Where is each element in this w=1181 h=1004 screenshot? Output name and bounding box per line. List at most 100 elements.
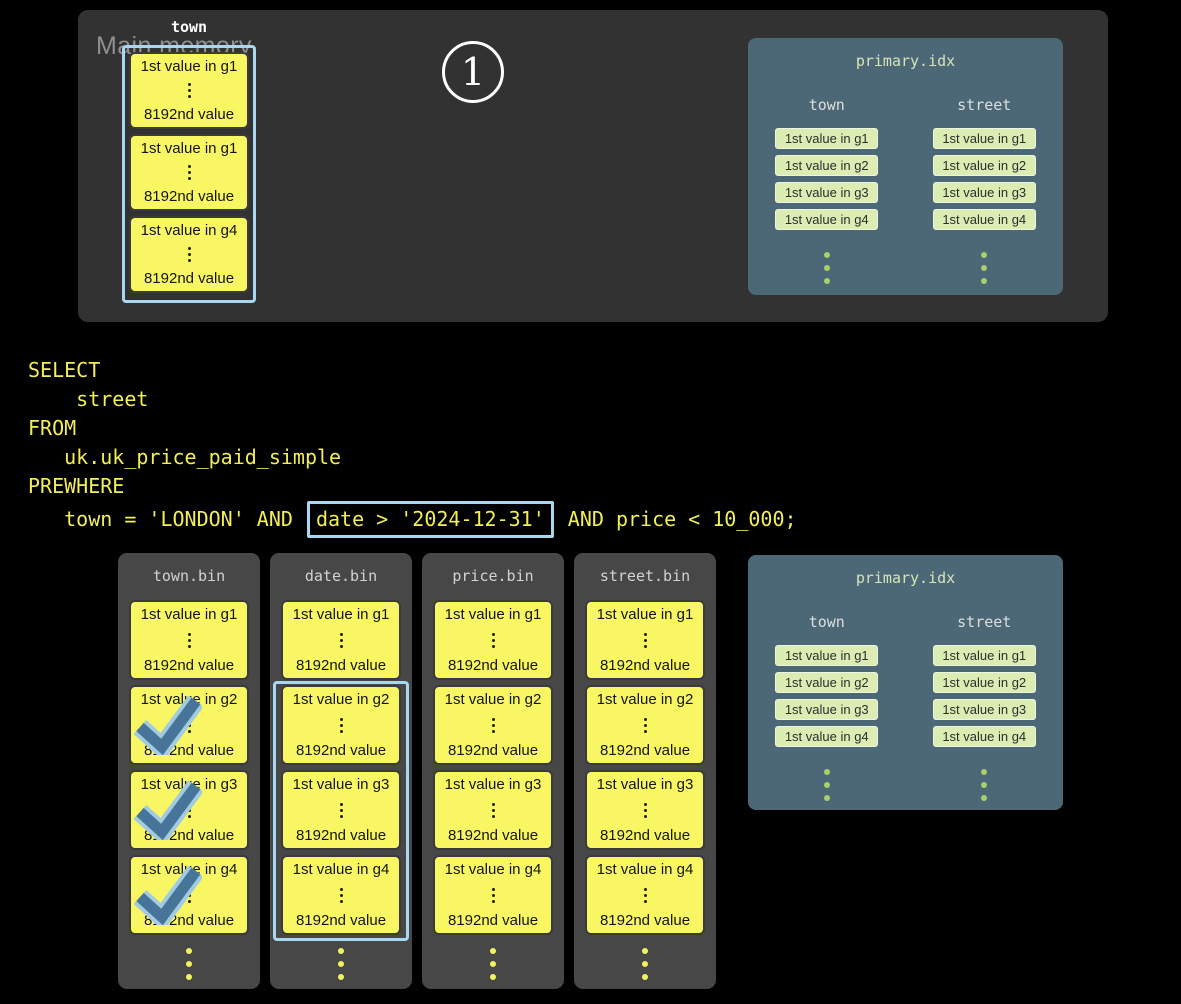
index-entry: 1st value in g4 — [932, 209, 1036, 230]
more-granules-dots-icon — [338, 948, 344, 954]
ellipsis-dots-icon — [187, 89, 191, 92]
granule-first-value: 1st value in g4 — [596, 861, 694, 878]
primary-idx-panel-top: primary.idx town 1st value in g1 1st val… — [748, 38, 1063, 295]
memory-granule-block-3: 1st value in g4 8192nd value — [129, 216, 249, 293]
granule-first-value: 1st value in g4 — [444, 861, 542, 878]
bin-title: price.bin — [452, 567, 534, 585]
bin-title: town.bin — [152, 567, 226, 585]
index-entry: 1st value in g1 — [775, 128, 879, 149]
granule-block-g4: 1st value in g4 8192nd value — [433, 855, 553, 935]
column-bin-files-row: town.bin 1st value in g1 8192nd value 1s… — [118, 553, 716, 989]
granule-block-g2: 1st value in g2 8192nd value — [585, 685, 705, 765]
ellipsis-dots-icon — [643, 893, 647, 897]
ellipsis-dots-icon — [491, 893, 495, 897]
primary-idx-town-column: town 1st value in g1 1st value in g2 1st… — [748, 613, 906, 775]
more-granules-dots-icon — [642, 948, 648, 954]
granule-last-value: 8192nd value — [143, 188, 235, 205]
index-entry: 1st value in g3 — [932, 699, 1036, 720]
index-entry: 1st value in g1 — [775, 645, 879, 666]
ellipsis-dots-icon — [339, 808, 343, 812]
index-entry: 1st value in g1 — [932, 128, 1036, 149]
sql-condition-before: town = 'LONDON' AND — [28, 507, 305, 531]
primary-idx-street-column: street 1st value in g1 1st value in g2 1… — [906, 96, 1064, 258]
more-granules-dots-icon — [490, 948, 496, 954]
granule-last-value: 8192nd value — [143, 106, 235, 123]
ellipsis-dots-icon — [339, 723, 343, 727]
primary-idx-columns: town 1st value in g1 1st value in g2 1st… — [748, 613, 1063, 775]
memory-granule-block-1: 1st value in g1 8192nd value — [129, 52, 249, 129]
ellipsis-dots-icon — [491, 808, 495, 812]
granule-first-value: 1st value in g1 — [140, 606, 238, 623]
checkmark-icon — [134, 695, 202, 755]
checkmark-icon — [134, 780, 202, 840]
bin-panel-price: price.bin 1st value in g1 8192nd value 1… — [422, 553, 564, 989]
ellipsis-dots-icon — [643, 808, 647, 812]
primary-idx-street-column: street 1st value in g1 1st value in g2 1… — [906, 613, 1064, 775]
granule-first-value: 1st value in g4 — [140, 222, 238, 239]
bin-granule-stack: 1st value in g1 8192nd value 1st value i… — [433, 600, 553, 935]
granule-last-value: 8192nd value — [295, 657, 387, 674]
step-number: 1 — [460, 50, 486, 94]
bin-title: street.bin — [599, 567, 691, 585]
index-entry: 1st value in g2 — [775, 672, 879, 693]
granule-last-value: 8192nd value — [295, 742, 387, 759]
sql-condition-after: AND price < 10_000; — [555, 507, 797, 531]
granule-last-value: 8192nd value — [599, 827, 691, 844]
ellipsis-dots-icon — [187, 171, 191, 174]
ellipsis-dots-icon — [187, 638, 191, 642]
index-entry: 1st value in g4 — [775, 726, 879, 747]
granule-first-value: 1st value in g1 — [140, 140, 238, 157]
granule-block-g3: 1st value in g3 8192nd value — [281, 770, 401, 850]
granule-block-g2: 1st value in g2 8192nd value — [281, 685, 401, 765]
index-entry: 1st value in g4 — [775, 209, 879, 230]
sql-line-table: uk.uk_price_paid_simple — [28, 445, 342, 469]
bin-granule-stack: 1st value in g1 8192nd value 1st value i… — [585, 600, 705, 935]
granule-last-value: 8192nd value — [143, 270, 235, 287]
primary-idx-panel-bottom: primary.idx town 1st value in g1 1st val… — [748, 555, 1063, 810]
granule-last-value: 8192nd value — [447, 657, 539, 674]
sql-line-from: FROM — [28, 416, 77, 440]
main-memory-panel: Main memory town 1st value in g1 8192nd … — [78, 10, 1108, 322]
step-1-badge: 1 — [442, 41, 504, 103]
sql-line-street: street — [28, 387, 149, 411]
date-selection-box — [273, 681, 409, 941]
ellipsis-dots-icon — [491, 723, 495, 727]
more-granules-dots-icon — [186, 948, 192, 954]
index-entry: 1st value in g4 — [932, 726, 1036, 747]
granule-first-value: 1st value in g3 — [596, 776, 694, 793]
granule-first-value: 1st value in g2 — [292, 691, 390, 708]
granule-block-g4: 1st value in g4 8192nd value — [281, 855, 401, 935]
granule-block-g1: 1st value in g1 8192nd value — [585, 600, 705, 680]
checkmark-icon — [134, 865, 202, 925]
granule-block-g2: 1st value in g2 8192nd value — [433, 685, 553, 765]
column-header-town: town — [808, 613, 845, 631]
granule-last-value: 8192nd value — [295, 912, 387, 929]
index-entry: 1st value in g2 — [775, 155, 879, 176]
granule-block-g4: 1st value in g4 8192nd value — [585, 855, 705, 935]
sql-line-prewhere: PREWHERE — [28, 474, 125, 498]
column-header-street: street — [957, 96, 1012, 114]
memory-town-selection-box: 1st value in g1 8192nd value 1st value i… — [122, 45, 256, 303]
more-entries-dots-icon — [823, 769, 830, 775]
granule-first-value: 1st value in g2 — [596, 691, 694, 708]
granule-first-value: 1st value in g1 — [140, 58, 238, 75]
granule-first-value: 1st value in g1 — [444, 606, 542, 623]
index-entry: 1st value in g2 — [932, 672, 1036, 693]
primary-idx-town-column: town 1st value in g1 1st value in g2 1st… — [748, 96, 906, 258]
granule-block-g3: 1st value in g3 8192nd value — [585, 770, 705, 850]
bin-panel-town: town.bin 1st value in g1 8192nd value 1s… — [118, 553, 260, 989]
granule-last-value: 8192nd value — [447, 827, 539, 844]
sql-line-select: SELECT — [28, 358, 101, 382]
ellipsis-dots-icon — [643, 638, 647, 642]
sql-highlighted-condition: date > '2024-12-31' — [315, 507, 545, 531]
bin-title: date.bin — [304, 567, 378, 585]
granule-first-value: 1st value in g1 — [292, 606, 390, 623]
granule-first-value: 1st value in g1 — [596, 606, 694, 623]
granule-block-g1: 1st value in g1 8192nd value — [433, 600, 553, 680]
ellipsis-dots-icon — [339, 893, 343, 897]
granule-block-g1: 1st value in g1 8192nd value — [281, 600, 401, 680]
granule-first-value: 1st value in g4 — [292, 861, 390, 878]
granule-last-value: 8192nd value — [295, 827, 387, 844]
memory-granule-block-2: 1st value in g1 8192nd value — [129, 134, 249, 211]
